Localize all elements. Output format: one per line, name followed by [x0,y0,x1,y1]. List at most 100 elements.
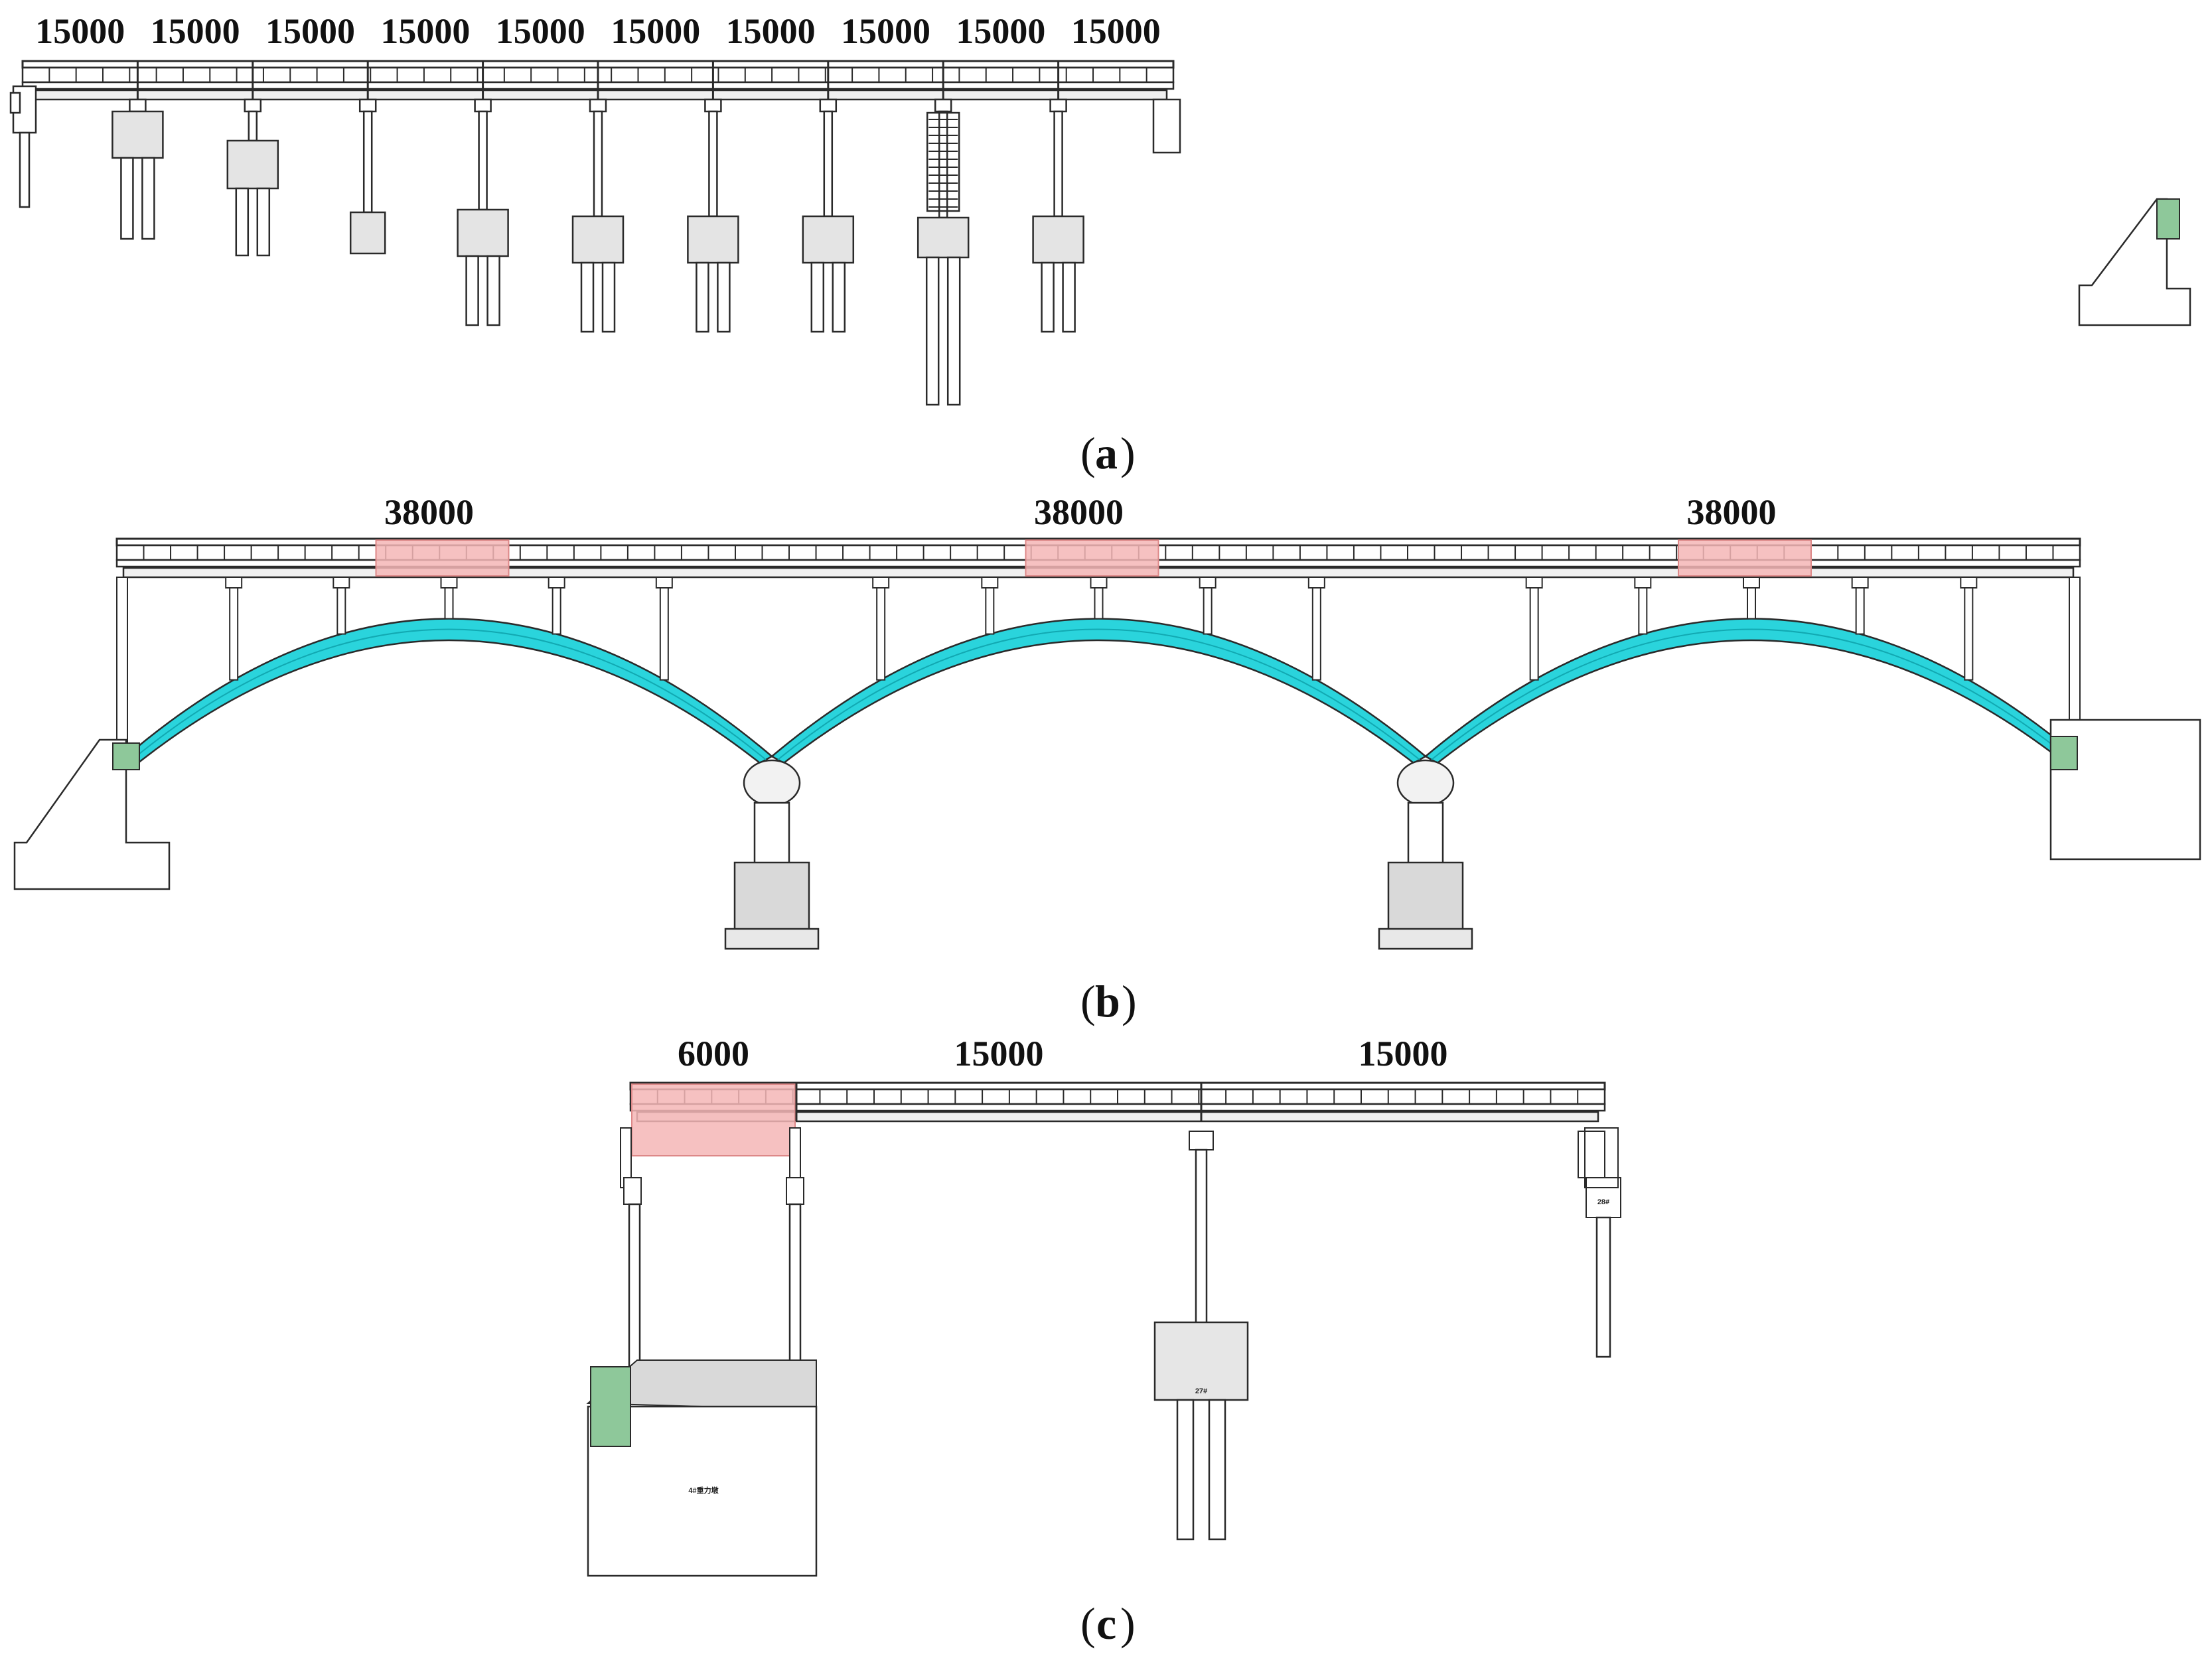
span-label-a-6: 15000 [611,11,700,51]
abutment-a-right-post [1152,98,1181,154]
abutment-b-left-green [112,742,140,770]
spandrel-cap [1851,577,1869,589]
caption-a-letter: a [1095,428,1118,478]
caption-c-letter: c [1096,1598,1116,1649]
pier-a-7-pile [832,261,846,333]
pier-frame [926,111,960,212]
pier-27-bearing [1189,1131,1214,1150]
portal-right-column [788,1203,802,1385]
pier-28-pile [1595,1216,1611,1358]
pier-b-dome-2 [1396,759,1455,807]
pier-a-6-pile [696,261,709,333]
pier-a-2-pile-cap [226,139,279,190]
pier-27-column [1195,1148,1208,1327]
pier-27-cap [1153,1321,1249,1401]
pier-a-6-pile-cap [687,215,739,264]
spandrel-cap [1525,577,1543,589]
span-label-b-3: 38000 [1687,492,1777,532]
pier-a-9-pile [1041,261,1055,333]
arch-rib-edge [131,628,767,760]
pier-a-7-column [823,110,834,218]
spandrel-column [1311,577,1321,681]
pier-a-9-column [1053,110,1063,218]
caption-b-letter: b [1095,976,1120,1026]
svg-text:): ) [1122,976,1137,1026]
arch-rib-1 [124,618,774,764]
pier-a-2-column [248,110,258,142]
arch-rib-3 [1424,618,2079,764]
pier-a-8-pile [925,256,940,406]
abutment-b-left [13,738,171,890]
spandrel-cap [332,577,350,589]
portal-right-cap [786,1177,804,1205]
abutment-b-right-green [2050,736,2078,770]
pier-a-9-pile [1062,261,1076,333]
portal-left-cap [623,1177,642,1205]
bearing-block [129,98,147,113]
pier-28-post [1578,1131,1605,1178]
abutment-shape [1134,199,1240,279]
spandrel-cap [981,577,999,589]
pier-a-4-pile-cap [457,208,509,257]
svg-text:(: ( [1080,428,1096,478]
pier-28-frame [1584,1127,1619,1188]
spandrel-cap [1743,577,1760,589]
pier-a-4-pile [486,255,500,326]
spandrel-cap [1090,577,1108,589]
spandrel-cap [1307,577,1325,589]
pier-a-5-pile [601,261,616,333]
pier-a-4-column [478,110,488,211]
bearing-block [358,98,377,113]
pier-b-footing-1 [733,861,810,937]
crown-highlight-1 [375,539,510,577]
abutment-a-left-pile [19,131,31,208]
gravity-pier-green-face [590,1366,631,1447]
pier-a-8-pile [946,256,961,406]
pier-b-footing-2 [1387,861,1464,937]
span-label-a-5: 15000 [496,11,585,51]
spandrel-column [659,577,669,681]
abutment-a-right-green-block [2156,198,2180,240]
pier-27-pile [1176,1399,1195,1541]
spandrel-column [1964,577,1974,681]
span-label-a-1: 15000 [35,11,125,51]
bearing-block [589,98,607,113]
pier-a-1-pile [120,157,134,240]
pier-27-pile [1208,1399,1226,1541]
pier-28-label: 28# [1597,1198,1609,1206]
pier-b-dome-1 [743,759,801,807]
spandrel-cap [225,577,243,589]
pier-a-2-pile [256,187,271,257]
svg-text:(: ( [1080,1598,1096,1649]
spandrel-column [229,577,239,681]
crown-highlight-2 [1025,539,1159,577]
caption-b: ( b ) [1080,976,1137,1026]
pier-a-5-pile-cap [571,215,625,264]
pier-a-1-pile-cap [111,110,164,159]
pier-a-7-pile [810,261,825,333]
bearing-block [934,98,952,113]
span-label-b-1: 38000 [384,492,474,532]
caption-a: ( a ) [1080,428,1136,478]
bearing-block [1049,98,1067,113]
spandrel-cap [440,577,458,589]
caption-c: ( c ) [1080,1598,1136,1649]
gravity-pier-label: 4#重力墩 [688,1486,719,1495]
short-span-highlight [631,1083,796,1156]
crown-highlight-3 [1678,539,1812,577]
span-label-c-2: 15000 [954,1034,1044,1074]
span-label-a-7: 15000 [726,11,816,51]
span-label-a-8: 15000 [841,11,930,51]
pier-a-3-pile-cap [349,211,386,255]
arch-rib-edge [777,628,1420,760]
spandrel-cap [1199,577,1217,589]
spandrel-cap [1960,577,1978,589]
spandrel-column [876,577,886,681]
span-label-b-2: 38000 [1034,492,1124,532]
pier-28-cap [1585,1177,1621,1218]
spandrel-cap [1634,577,1652,589]
abutment-a-left-block [9,92,21,114]
